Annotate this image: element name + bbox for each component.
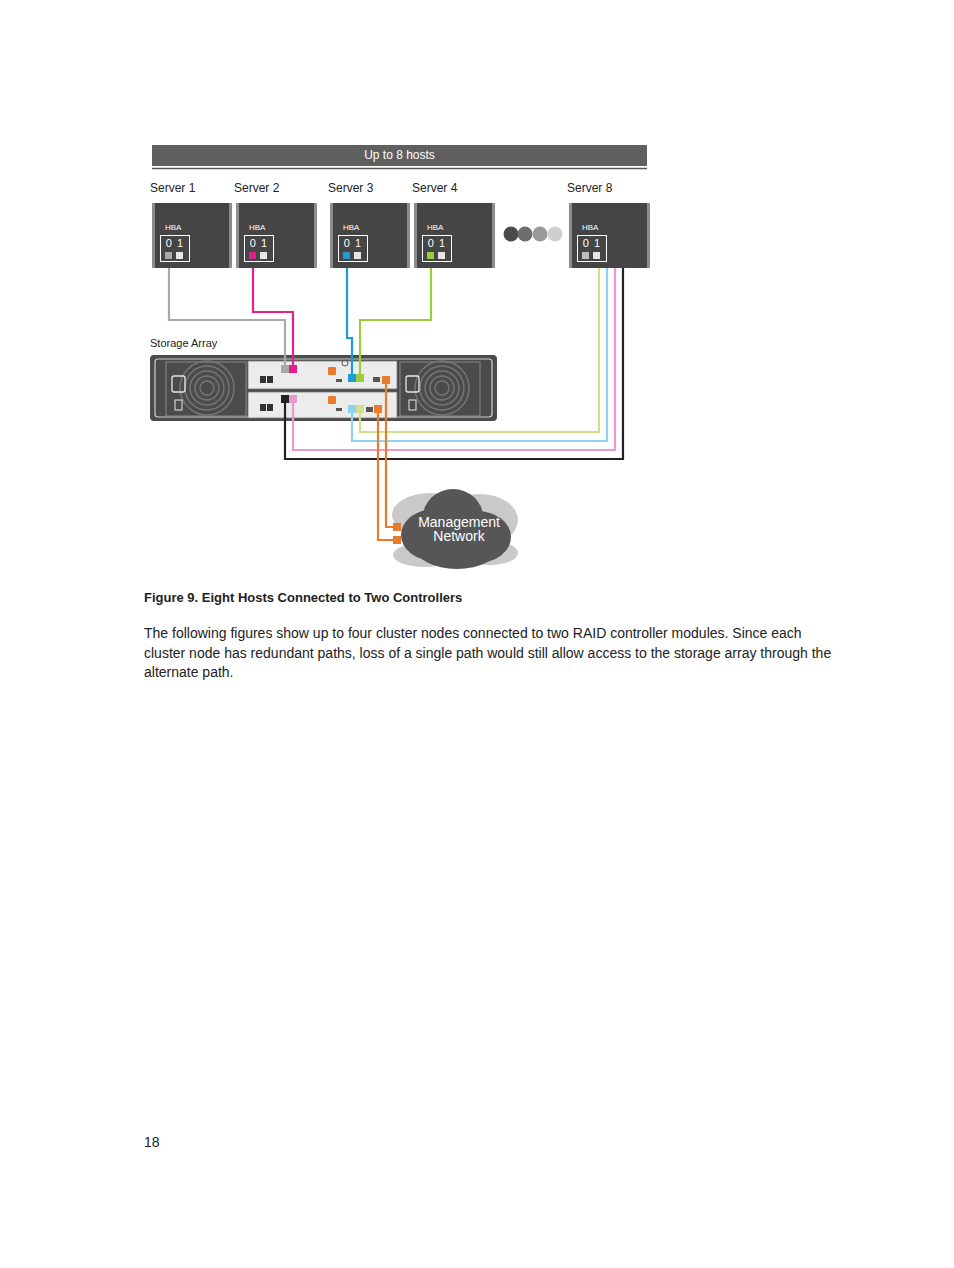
cable xyxy=(285,262,623,459)
band-title: Up to 8 hosts xyxy=(152,148,647,162)
hba-label: HBA xyxy=(343,223,359,232)
more-hosts-dots xyxy=(504,227,563,242)
port-led xyxy=(427,252,434,259)
port-led xyxy=(593,252,600,259)
port-led xyxy=(249,252,256,259)
port-numbers: 0 1 xyxy=(423,237,451,249)
array-label: Storage Array xyxy=(150,337,217,349)
cable xyxy=(352,262,607,441)
cable xyxy=(360,262,599,432)
port-numbers: 0 1 xyxy=(578,237,606,249)
hba-label: HBA xyxy=(165,223,181,232)
body-paragraph: The following figures show up to four cl… xyxy=(144,624,839,683)
hba-label: HBA xyxy=(427,223,443,232)
port-led xyxy=(582,252,589,259)
band-rule xyxy=(152,168,647,170)
server-label: Server 8 xyxy=(567,181,612,195)
figure-caption: Figure 9. Eight Hosts Connected to Two C… xyxy=(144,590,462,605)
hba-port: 0 1 xyxy=(422,235,452,262)
server-box: Server 3HBA0 1 xyxy=(330,203,410,268)
server-box: Server 8HBA0 1 xyxy=(569,203,650,268)
cable xyxy=(347,262,352,378)
cable xyxy=(253,262,293,369)
port-numbers: 0 1 xyxy=(245,237,273,249)
server-label: Server 2 xyxy=(234,181,279,195)
port-led xyxy=(176,252,183,259)
port-numbers: 0 1 xyxy=(161,237,189,249)
cable xyxy=(293,262,615,450)
raid-controller xyxy=(248,392,397,418)
server-label: Server 4 xyxy=(412,181,457,195)
cable xyxy=(360,262,431,378)
cable xyxy=(169,262,285,369)
hba-label: HBA xyxy=(249,223,265,232)
network-label: Management Network xyxy=(413,515,505,543)
port-led xyxy=(343,252,350,259)
hba-port: 0 1 xyxy=(338,235,368,262)
server-box: Server 2HBA0 1 xyxy=(236,203,317,268)
storage-array-chassis xyxy=(150,355,497,421)
hba-port: 0 1 xyxy=(577,235,607,262)
hba-port: 0 1 xyxy=(244,235,274,262)
port-led xyxy=(354,252,361,259)
management-cloud: Management Network xyxy=(385,485,518,570)
port-led xyxy=(260,252,267,259)
hba-label: HBA xyxy=(582,223,598,232)
port-numbers: 0 1 xyxy=(339,237,367,249)
storage-array: Storage Array xyxy=(150,355,497,421)
host-band: Up to 8 hosts xyxy=(152,145,647,166)
port-led xyxy=(438,252,445,259)
page-number: 18 xyxy=(144,1133,184,1151)
server-box: Server 1HBA0 1 xyxy=(152,203,232,268)
cable xyxy=(386,381,393,527)
hba-port: 0 1 xyxy=(160,235,190,262)
server-label: Server 3 xyxy=(328,181,373,195)
server-label: Server 1 xyxy=(150,181,195,195)
server-box: Server 4HBA0 1 xyxy=(414,203,495,268)
port-led xyxy=(165,252,172,259)
raid-controller xyxy=(248,360,397,389)
cable xyxy=(378,409,393,540)
